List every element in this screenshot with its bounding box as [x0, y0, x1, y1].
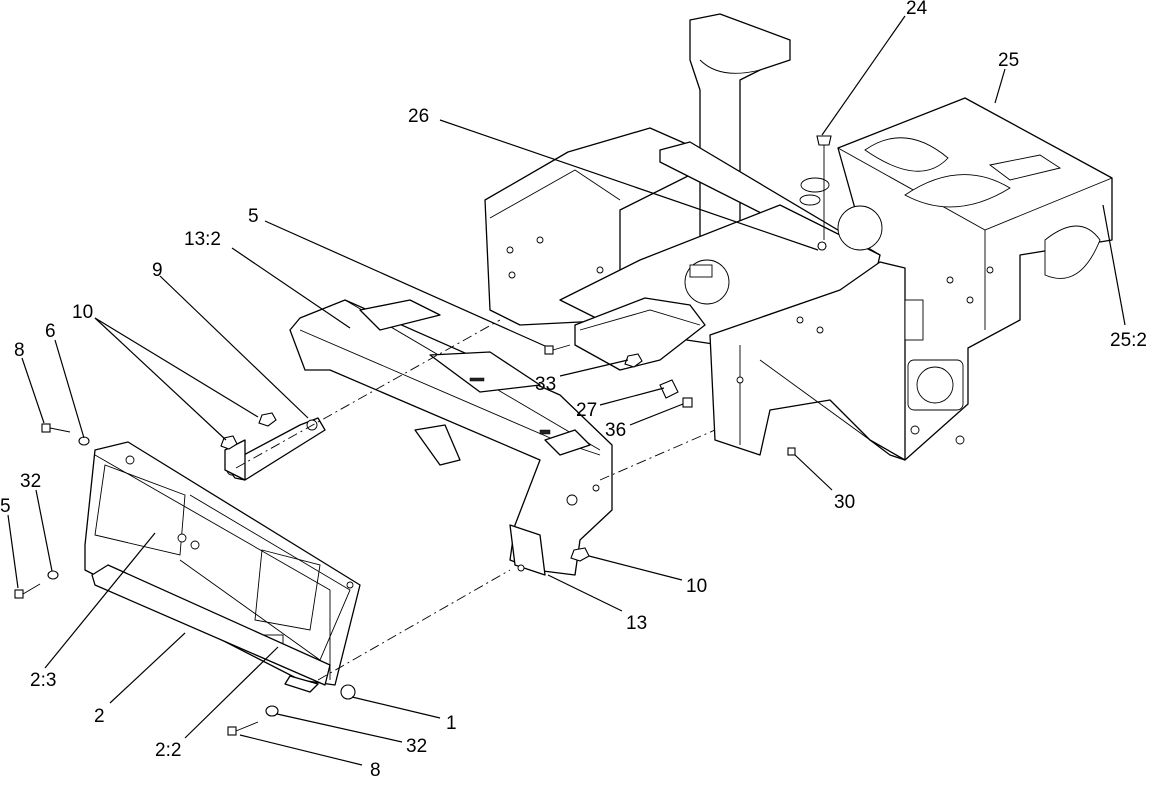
callout-30: 30: [834, 492, 855, 513]
callout-2-3: 2:3: [30, 670, 56, 691]
callout-33: 33: [535, 374, 556, 395]
callout-6: 6: [45, 321, 56, 342]
callout-32-left: 32: [20, 471, 41, 492]
callout-36: 36: [605, 420, 626, 441]
callout-2: 2: [94, 706, 105, 727]
hardware: [14, 344, 796, 736]
callout-2-2: 2:2: [155, 740, 181, 761]
callout-10-right: 10: [686, 576, 707, 597]
callout-5-upper: 5: [248, 206, 259, 227]
front-cross-beam: [289, 299, 613, 576]
leader-lines: [7, 15, 1126, 766]
callout-32-lower: 32: [406, 736, 427, 757]
callout-13: 13: [626, 613, 647, 634]
callout-24: 24: [906, 0, 928, 19]
callout-9: 9: [152, 260, 163, 281]
front-panel: [84, 441, 361, 700]
callout-13-2: 13:2: [184, 229, 221, 250]
callout-26: 26: [408, 106, 429, 127]
assembly-lines: [235, 319, 716, 681]
callout-25-2: 25:2: [1110, 330, 1147, 351]
main-frame: [484, 13, 1113, 461]
left-bracket: [224, 417, 326, 481]
callout-10-left: 10: [72, 302, 93, 323]
callout-27: 27: [576, 400, 597, 421]
callout-1: 1: [446, 713, 457, 734]
callout-8-lower: 8: [370, 760, 381, 781]
callout-5-left: 5: [0, 496, 11, 517]
callout-8-upper: 8: [14, 340, 25, 361]
callout-25: 25: [998, 50, 1019, 71]
